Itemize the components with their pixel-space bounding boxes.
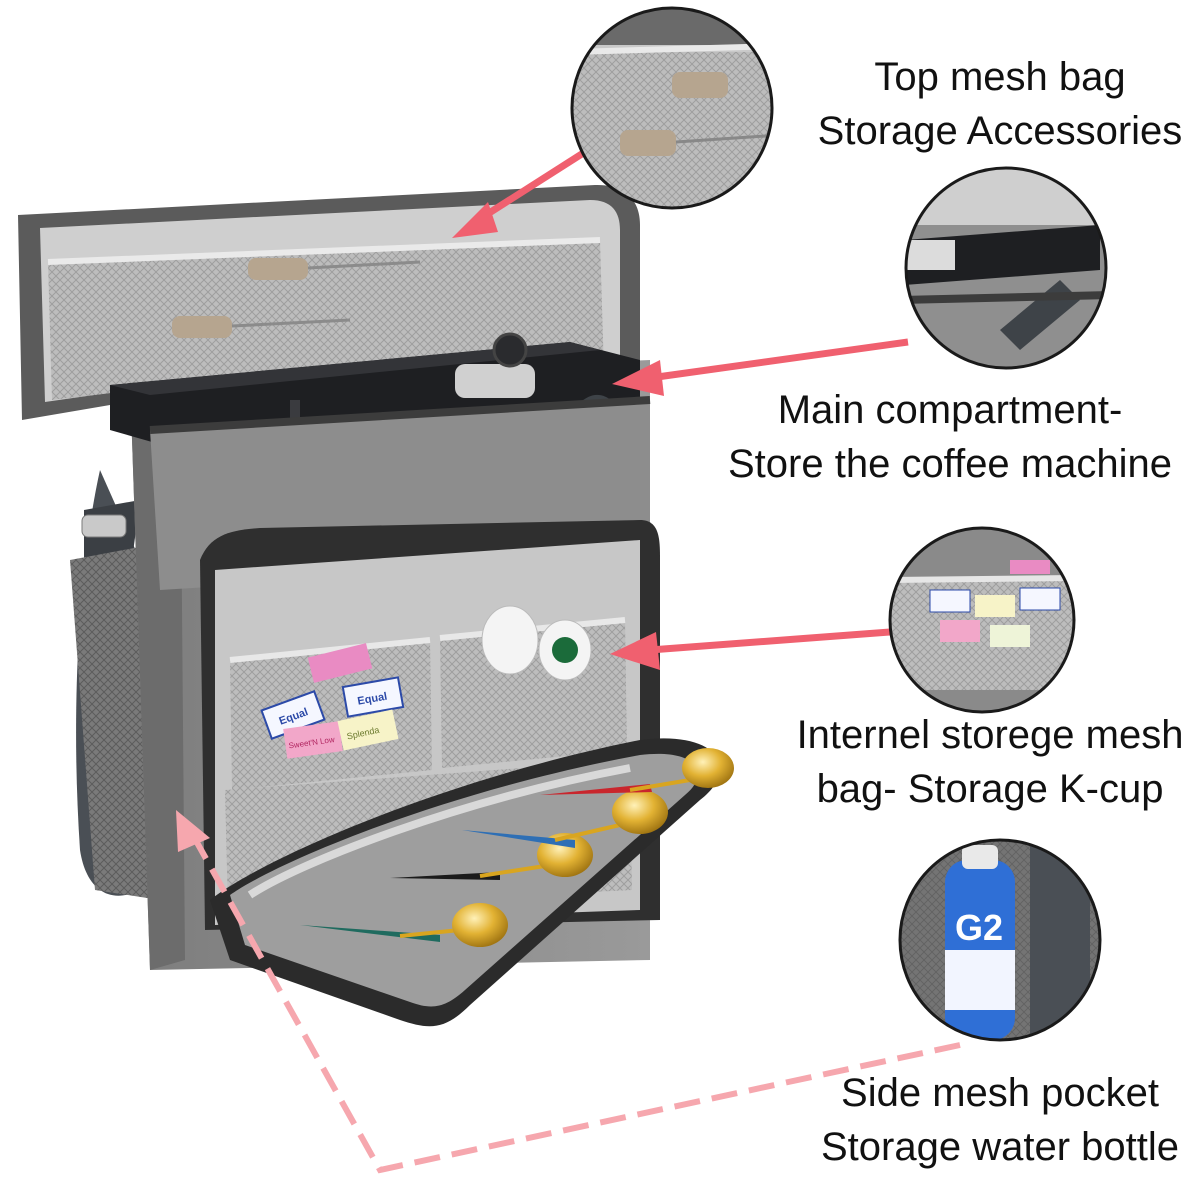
k-cups (481, 605, 592, 681)
lid-accessory-1 (248, 258, 421, 280)
strap-clip (81, 514, 127, 538)
spoons (300, 748, 734, 947)
lid-accessory-2 (172, 316, 351, 338)
sweetener-packets: Equal Equal Sweet'N Low Splenda (260, 643, 405, 759)
callout-top-mesh-line2: Storage Accessories (817, 109, 1183, 153)
callout-main-compartment: Main compartment- Store the coffee machi… (700, 383, 1200, 491)
callout-top-mesh-line1: Top mesh bag (874, 55, 1126, 99)
side-mesh-pocket (70, 545, 160, 900)
arrow-main-compartment (649, 338, 909, 382)
arrow-side-pocket (187, 828, 961, 1174)
callout-main-compartment-line1: Main compartment- (777, 388, 1123, 432)
arrow-top-mesh (473, 147, 590, 225)
callout-internal-mesh-line2: bag- Storage K-cup (816, 767, 1164, 811)
callout-internal-mesh-line1: Internel storege mesh (796, 713, 1184, 757)
callout-side-pocket: Side mesh pocket Storage water bottle (790, 1066, 1200, 1174)
detail-internal-mesh (888, 526, 1076, 714)
internal-mesh-pocket-left (230, 640, 432, 790)
callout-side-pocket-line2: Storage water bottle (821, 1125, 1179, 1169)
coffee-maker-bag: Equal Equal Sweet'N Low Splenda (18, 184, 734, 1027)
callout-top-mesh: Top mesh bag Storage Accessories (790, 50, 1200, 158)
detail-main-compartment (904, 166, 1108, 370)
detail-side-pocket: G2 (898, 838, 1102, 1042)
packet-equal-2: Equal (357, 691, 389, 708)
detail-top-mesh (570, 6, 774, 210)
callout-main-compartment-line2: Store the coffee machine (728, 442, 1172, 486)
bottle-brand: G2 (955, 907, 1003, 948)
callout-internal-mesh: Internel storege mesh bag- Storage K-cup (760, 708, 1200, 816)
arrow-internal-mesh (649, 628, 891, 654)
callout-side-pocket-line1: Side mesh pocket (841, 1071, 1159, 1115)
arrows (176, 147, 961, 1174)
